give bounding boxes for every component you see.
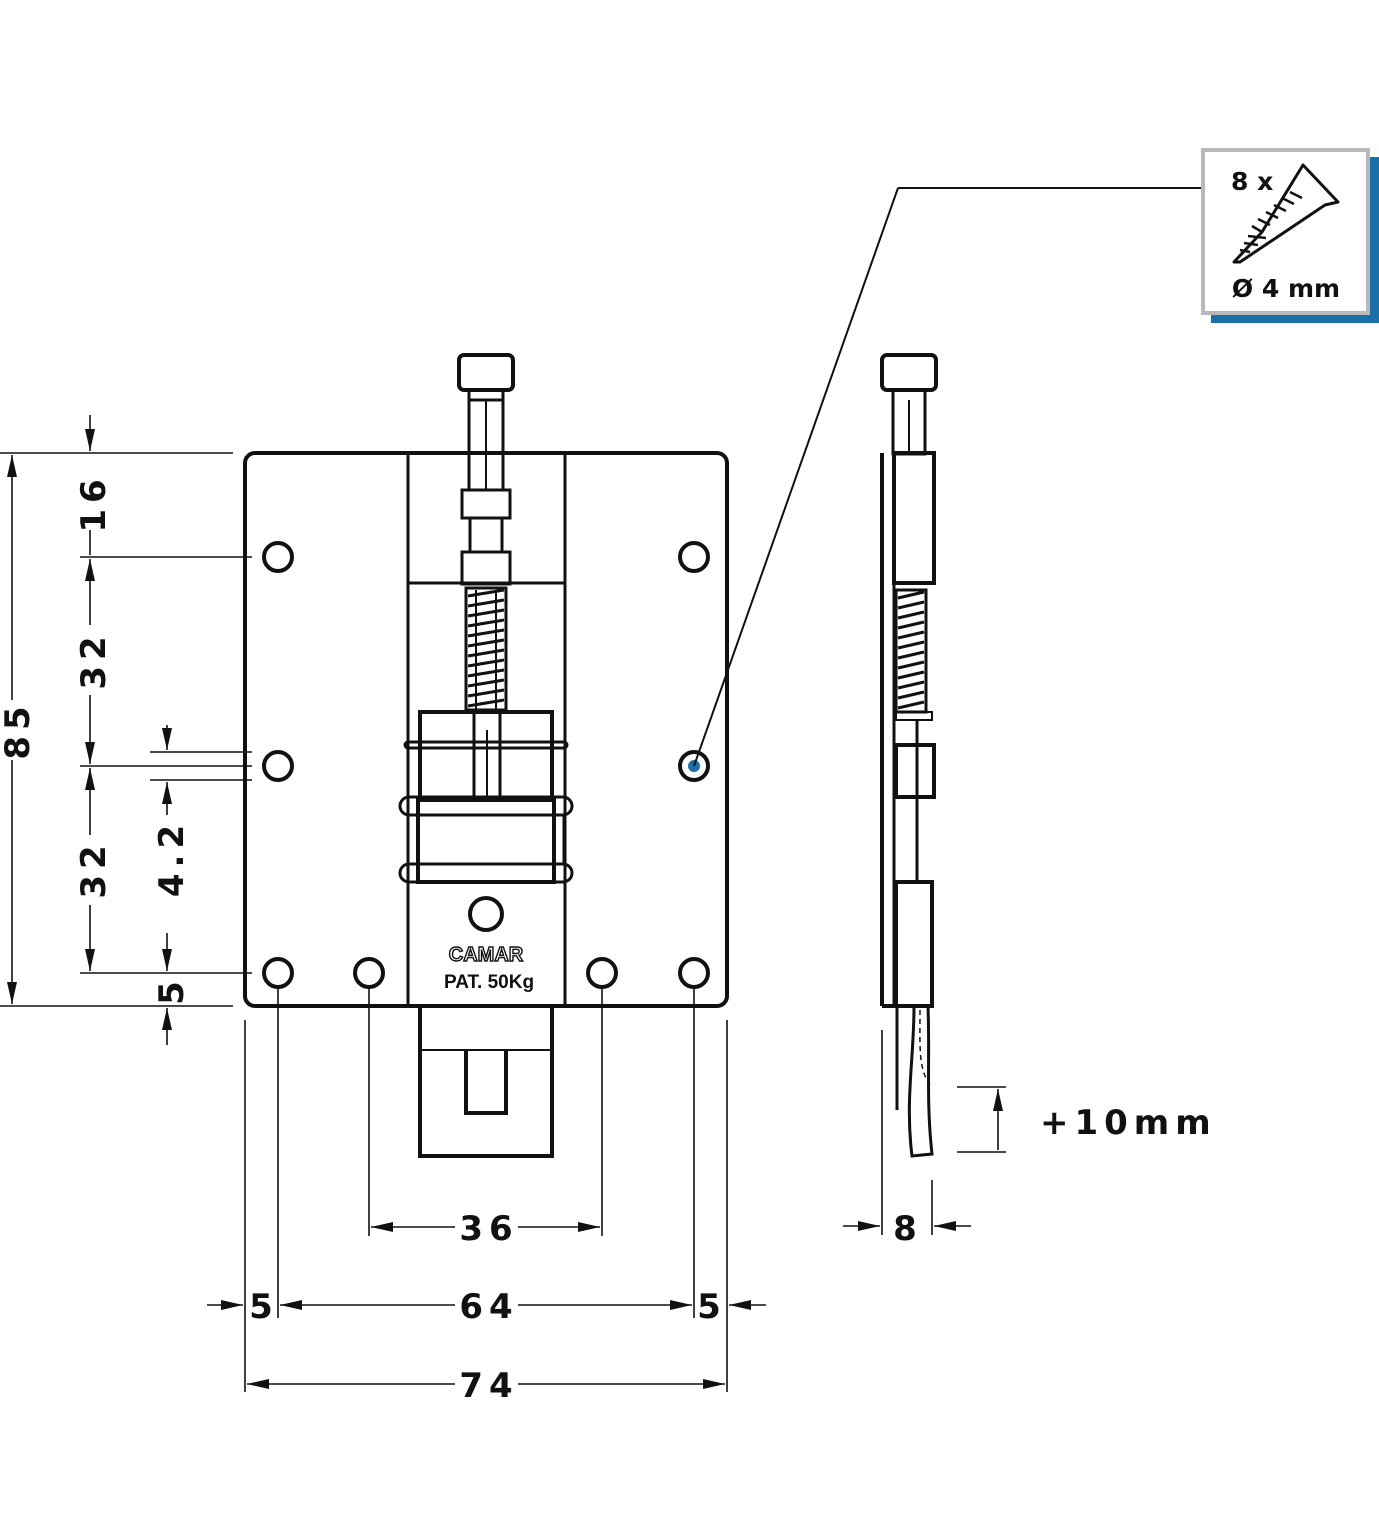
dimension-lines	[0, 187, 1203, 1392]
mounting-hole	[678, 957, 710, 989]
mounting-hole	[678, 541, 710, 573]
dim-inner-hole-spacing: 36	[459, 1209, 518, 1249]
mounting-hole	[678, 750, 710, 782]
side-bolt-head	[880, 353, 938, 392]
dim-thickness: 8	[893, 1209, 923, 1249]
mounting-hole	[262, 750, 294, 782]
screw-callout-box: 8 x Ø 4 mm	[1201, 148, 1379, 323]
brand-marking: CAMAR	[449, 944, 524, 966]
mounting-holes	[262, 541, 710, 989]
dim-total-height: 85	[0, 700, 38, 759]
dim-left-edge: 5	[249, 1287, 279, 1327]
side-view	[880, 353, 938, 1158]
latch-tongue	[418, 1004, 554, 1158]
bolt-head	[457, 353, 515, 392]
patent-marking: PAT. 50Kg	[444, 972, 534, 993]
dim-adjustment: +10mm	[1040, 1103, 1217, 1143]
dim-outer-hole-spacing: 64	[459, 1287, 518, 1327]
screw-quantity: 8 x	[1231, 167, 1273, 196]
slider-hole	[468, 896, 504, 932]
dim-total-width: 74	[459, 1366, 518, 1406]
mounting-hole	[262, 957, 294, 989]
dim-hole-diameter: 4.2	[152, 819, 192, 897]
callout-leader	[693, 187, 899, 767]
dim-right-edge: 5	[697, 1287, 727, 1327]
mounting-hole	[262, 541, 294, 573]
screw-diameter: Ø 4 mm	[1232, 274, 1340, 303]
front-view	[243, 353, 729, 1158]
dimension-labels: 85 16 32 32 4.2 5 36 5 64 5 74 8 +10mm	[0, 473, 1217, 1406]
screw-icon	[1232, 163, 1340, 264]
dim-top-margin: 16	[74, 473, 114, 532]
mounting-plate	[243, 451, 729, 1008]
dim-row-spacing-lower: 32	[74, 839, 114, 898]
mounting-hole	[586, 957, 618, 989]
dim-row-spacing-upper: 32	[74, 630, 114, 689]
mounting-hole	[353, 957, 385, 989]
dim-bottom-margin: 5	[152, 975, 192, 1005]
spring	[464, 586, 508, 712]
